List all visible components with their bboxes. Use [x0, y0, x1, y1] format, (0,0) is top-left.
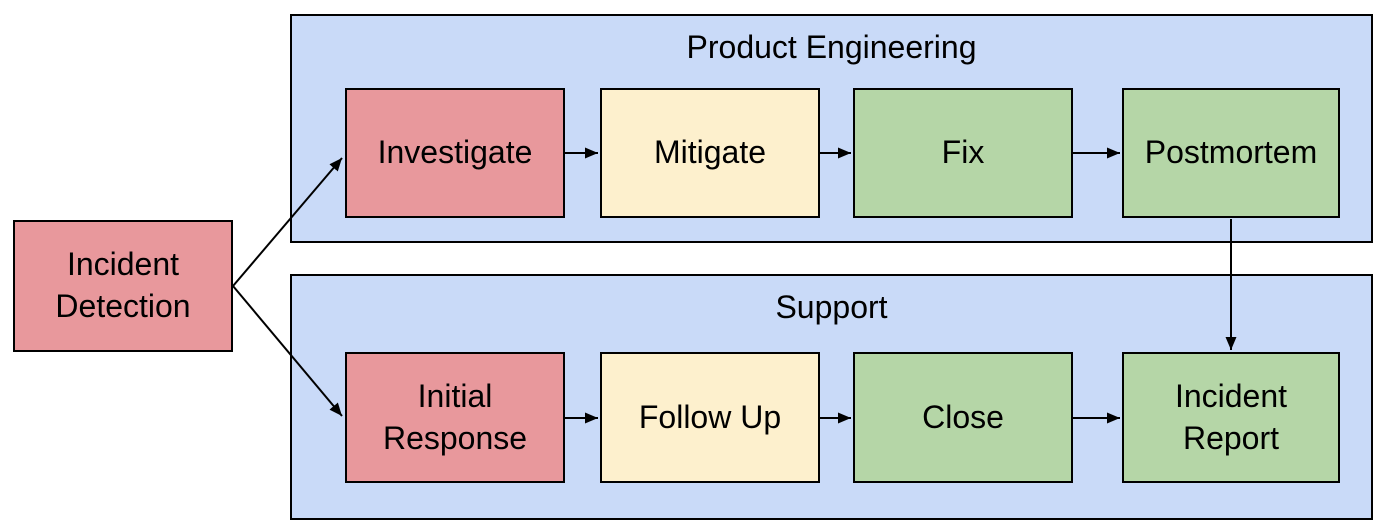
- lane-support: Support Initial Response Follow Up Close…: [290, 274, 1373, 520]
- node-label: Postmortem: [1144, 134, 1318, 171]
- node-postmortem: Postmortem: [1122, 88, 1340, 218]
- node-label: Investigate: [377, 134, 533, 171]
- node-label: Follow Up: [638, 398, 782, 435]
- node-initial-response: Initial Response: [345, 352, 565, 483]
- node-incident-detection: Incident Detection: [13, 220, 233, 352]
- node-close: Close: [853, 352, 1073, 483]
- node-label: Fix: [941, 134, 985, 171]
- lane-product-engineering: Product Engineering Investigate Mitigate…: [290, 14, 1373, 243]
- lane-title: Product Engineering: [686, 29, 977, 65]
- node-label: Mitigate: [653, 134, 767, 171]
- node-fix: Fix: [853, 88, 1073, 218]
- node-label: Close: [922, 398, 1004, 435]
- node-investigate: Investigate: [345, 88, 565, 218]
- node-incident-report: Incident Report: [1122, 352, 1340, 483]
- node-label: Incident Report: [1174, 377, 1288, 456]
- node-label: Incident Detection: [55, 246, 191, 324]
- node-mitigate: Mitigate: [600, 88, 820, 218]
- node-follow-up: Follow Up: [600, 352, 820, 483]
- lane-title: Support: [775, 289, 888, 325]
- node-label: Initial Response: [382, 377, 528, 456]
